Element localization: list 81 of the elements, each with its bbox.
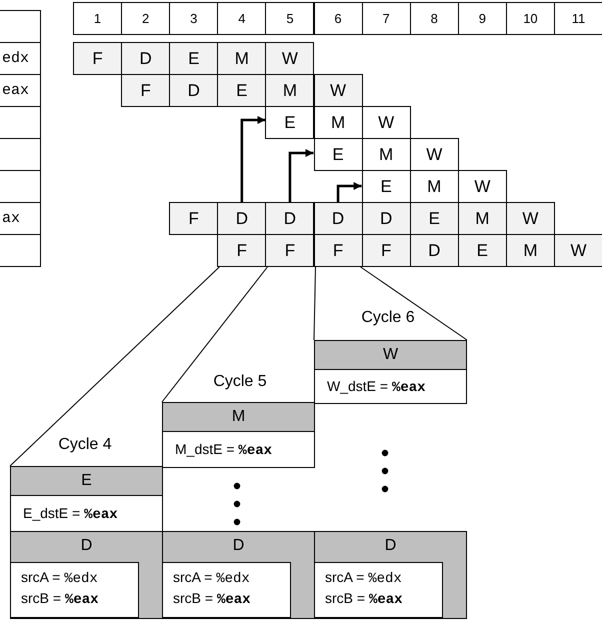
- stage-box: [162, 402, 315, 468]
- pipeline-stage-cell: E: [217, 74, 266, 107]
- pipeline-stage-cell: E: [265, 106, 314, 139]
- pipeline-stage-cell: E: [314, 138, 363, 171]
- pipeline-stage-cell: W: [458, 170, 507, 203]
- stage-box: [314, 340, 467, 404]
- pipeline-stage-cell: D: [265, 202, 314, 235]
- pipeline-stage-cell: D: [217, 202, 266, 235]
- cycle-label: Cycle 5: [213, 373, 267, 391]
- pipeline-stage-cell: M: [506, 234, 555, 267]
- register-value: srcB = %eax: [21, 589, 100, 610]
- pipeline-stage-cell: W: [314, 74, 363, 107]
- pipeline-stage-cell: F: [314, 234, 363, 267]
- stage-label: D: [232, 536, 246, 556]
- cycle-number-cell: 4: [217, 2, 266, 35]
- arrow: [336, 182, 362, 202]
- pipeline-stage-cell: M: [217, 42, 266, 75]
- stage-label: E: [80, 471, 93, 491]
- register-value: M_dstE = %eax: [162, 431, 315, 468]
- table-row: [0, 234, 41, 267]
- zoom-line: [314, 266, 316, 340]
- cycle-number-cell: 6: [314, 2, 363, 35]
- pipeline-stage-cell: F: [169, 202, 218, 235]
- pipeline-stage-cell: F: [121, 74, 170, 107]
- zoom-line: [162, 266, 268, 402]
- stage-label: D: [80, 536, 94, 556]
- cycle-number-cell: 1: [73, 2, 122, 35]
- pipeline-stage-cell: F: [217, 234, 266, 267]
- cycle-number-cell: 11: [554, 2, 602, 35]
- pipeline-stage-cell: W: [410, 138, 459, 171]
- arrow: [288, 149, 314, 202]
- table-row: edx: [0, 42, 41, 75]
- register-value: srcB = %eax: [173, 589, 252, 610]
- table-row: ax: [0, 202, 41, 235]
- pipeline-stage-cell: D: [121, 42, 170, 75]
- stage-box: [314, 531, 467, 619]
- zoom-line: [360, 266, 468, 340]
- cycle-number-cell: 10: [506, 2, 555, 35]
- pipeline-stage-cell: E: [410, 202, 459, 235]
- cycle-number-cell: 9: [458, 2, 507, 35]
- stage-label: M: [230, 407, 246, 427]
- pipeline-stage-cell: M: [265, 74, 314, 107]
- zoom-line: [10, 266, 220, 466]
- pipeline-stage-cell: D: [314, 202, 363, 235]
- register-value: srcA = %edx: [325, 568, 403, 589]
- cycle-number-cell: 5: [265, 2, 314, 35]
- table-row: [0, 10, 41, 43]
- pipeline-stage-cell: W: [265, 42, 314, 75]
- table-row: eax: [0, 74, 41, 107]
- pipeline-stage-cell: D: [410, 234, 459, 267]
- cycle-label: Cycle 4: [58, 436, 112, 454]
- register-value: E_dstE = %eax: [10, 495, 163, 532]
- register-value: W_dstE = %eax: [314, 369, 467, 404]
- stage-box: [10, 531, 163, 619]
- cycle-number-cell: 7: [362, 2, 411, 35]
- pipeline-stage-cell: F: [73, 42, 122, 75]
- cycle-number-cell: 3: [169, 2, 218, 35]
- stage-box: [162, 531, 315, 619]
- stage-box: [10, 466, 163, 532]
- pipeline-stage-cell: F: [265, 234, 314, 267]
- pipeline-stage-cell: F: [362, 234, 411, 267]
- register-box: [162, 562, 291, 618]
- cycle-number-cell: 2: [121, 2, 170, 35]
- pipeline-stage-cell: M: [458, 202, 507, 235]
- stage-label: D: [384, 536, 398, 556]
- pipeline-stage-cell: D: [362, 202, 411, 235]
- stage-label: W: [382, 345, 400, 365]
- pipeline-stage-cell: W: [362, 106, 411, 139]
- pipeline-stage-cell: E: [458, 234, 507, 267]
- register-value: srcA = %edx: [173, 568, 251, 589]
- register-box: [10, 562, 139, 618]
- pipeline-stage-cell: E: [169, 42, 218, 75]
- pipeline-stage-cell: W: [506, 202, 555, 235]
- register-box: [314, 562, 443, 618]
- cycle-number-cell: 8: [410, 2, 459, 35]
- pipeline-stage-cell: D: [169, 74, 218, 107]
- cycle-label: Cycle 6: [361, 309, 415, 327]
- pipeline-stage-cell: W: [554, 234, 602, 267]
- register-value: srcB = %eax: [325, 589, 404, 610]
- arrow: [240, 116, 266, 202]
- register-value: srcA = %edx: [21, 568, 99, 589]
